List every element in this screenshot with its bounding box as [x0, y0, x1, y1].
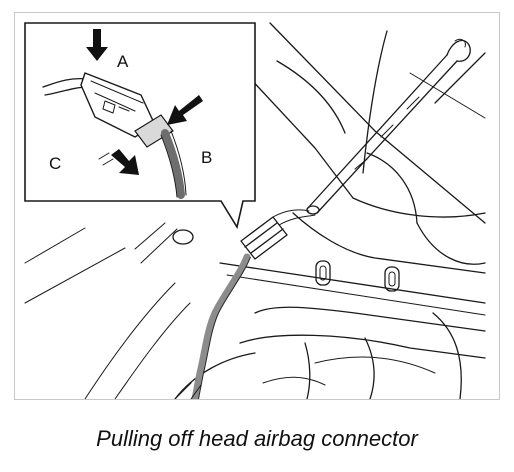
locking-tab	[134, 114, 174, 148]
callout-label-b: B	[201, 148, 212, 167]
figure-caption: Pulling off head airbag connector	[96, 426, 418, 451]
mount-hole	[172, 229, 194, 245]
slot-hole-left	[315, 260, 331, 286]
airbag-gas-tube	[306, 38, 471, 215]
wiring-harness-cable	[191, 253, 251, 399]
airbag-connector-plug	[80, 72, 156, 138]
body-structure	[24, 22, 486, 399]
arrow-press-down-icon	[86, 29, 108, 61]
callout-label-a: A	[117, 52, 129, 71]
arrow-pull-off-icon	[111, 149, 139, 175]
callout-label-c: C	[49, 154, 61, 173]
detail-inset: A B C	[24, 22, 256, 230]
arrow-press-tab-icon	[167, 95, 203, 125]
airbag-connector-diagram: A B C	[24, 22, 486, 399]
vehicle-connector	[240, 209, 316, 260]
diagram-frame: A B C	[14, 12, 500, 400]
slot-hole-right	[384, 266, 400, 292]
